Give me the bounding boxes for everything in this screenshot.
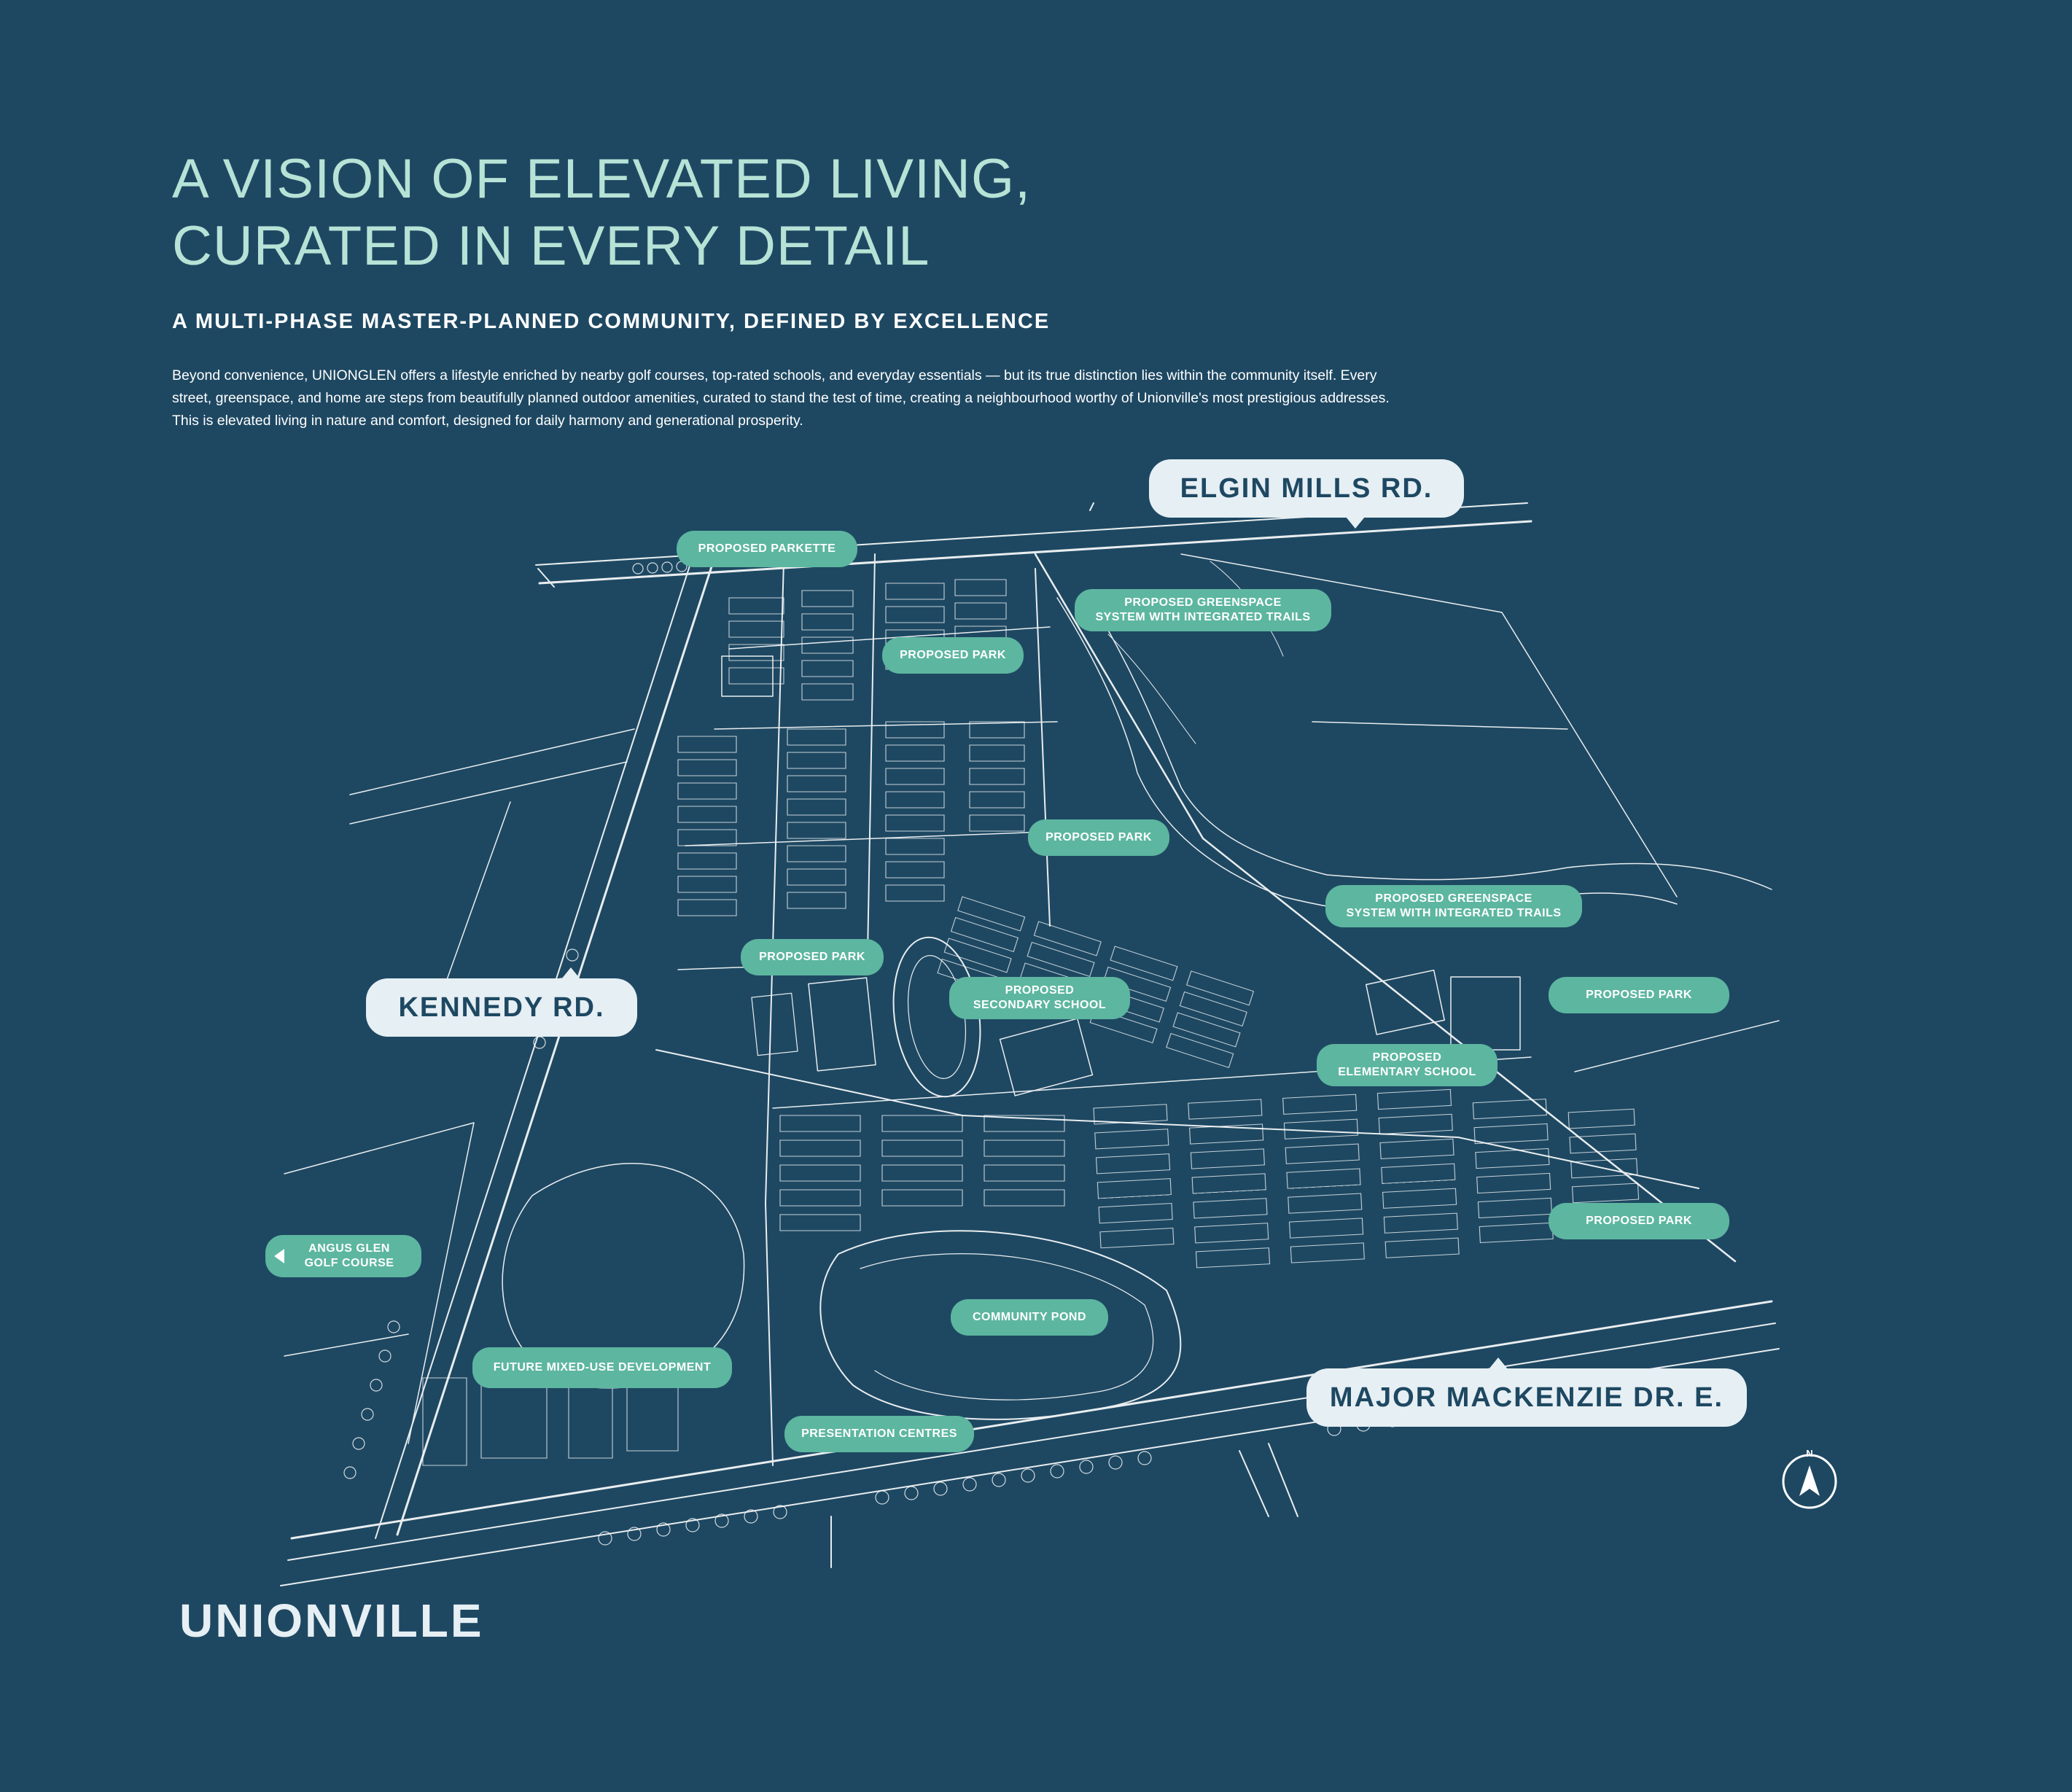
place-name: UNIONVILLE: [179, 1594, 484, 1647]
road-label-kennedy-text: KENNEDY RD.: [398, 992, 605, 1023]
pointer-tip: [1346, 517, 1365, 529]
label-presentation-centres: PRESENTATION CENTRES: [784, 1416, 974, 1452]
road-label-kennedy: KENNEDY RD.: [366, 967, 637, 1037]
road-label-major-mackenzie: MAJOR MACKENZIE DR. E.: [1306, 1357, 1747, 1427]
label-proposed-parkette: PROPOSED PARKETTE: [677, 531, 857, 567]
label-park-north: PROPOSED PARK: [882, 637, 1024, 674]
pointer-tip: [1489, 1357, 1508, 1369]
road-label-elgin-mills-text: ELGIN MILLS RD.: [1180, 472, 1433, 504]
road-label-elgin-mills: ELGIN MILLS RD.: [1149, 459, 1464, 529]
pointer-tip: [561, 967, 580, 979]
label-elementary-school: PROPOSED ELEMENTARY SCHOOL: [1317, 1044, 1497, 1086]
label-greenspace-north: PROPOSED GREENSPACE SYSTEM WITH INTEGRAT…: [1075, 589, 1331, 631]
label-mixed-use: FUTURE MIXED-USE DEVELOPMENT: [472, 1347, 732, 1388]
title-line-1: A VISION OF ELEVATED LIVING,: [172, 148, 1032, 210]
arrow-left-icon: [274, 1249, 284, 1263]
compass-letter: N: [1806, 1448, 1812, 1459]
label-park-west: PROPOSED PARK: [741, 939, 884, 975]
label-park-east: PROPOSED PARK: [1549, 977, 1729, 1013]
label-greenspace-east: PROPOSED GREENSPACE SYSTEM WITH INTEGRAT…: [1325, 885, 1582, 927]
title-line-2: CURATED IN EVERY DETAIL: [172, 215, 930, 277]
label-secondary-school: PROPOSED SECONDARY SCHOOL: [949, 977, 1130, 1019]
label-community-pond: COMMUNITY POND: [951, 1299, 1108, 1336]
road-label-major-mackenzie-text: MAJOR MACKENZIE DR. E.: [1329, 1382, 1724, 1413]
page-title: A VISION OF ELEVATED LIVING, CURATED IN …: [172, 146, 1266, 280]
intro-paragraph: Beyond convenience, UNIONGLEN offers a l…: [172, 367, 1390, 429]
north-compass-icon: N: [1782, 1448, 1837, 1509]
label-park-center: PROPOSED PARK: [1028, 819, 1169, 856]
label-golf-course[interactable]: ANGUS GLEN GOLF COURSE: [265, 1235, 421, 1277]
page-subtitle: A MULTI-PHASE MASTER-PLANNED COMMUNITY, …: [172, 310, 1051, 333]
label-park-southeast: PROPOSED PARK: [1549, 1203, 1729, 1239]
